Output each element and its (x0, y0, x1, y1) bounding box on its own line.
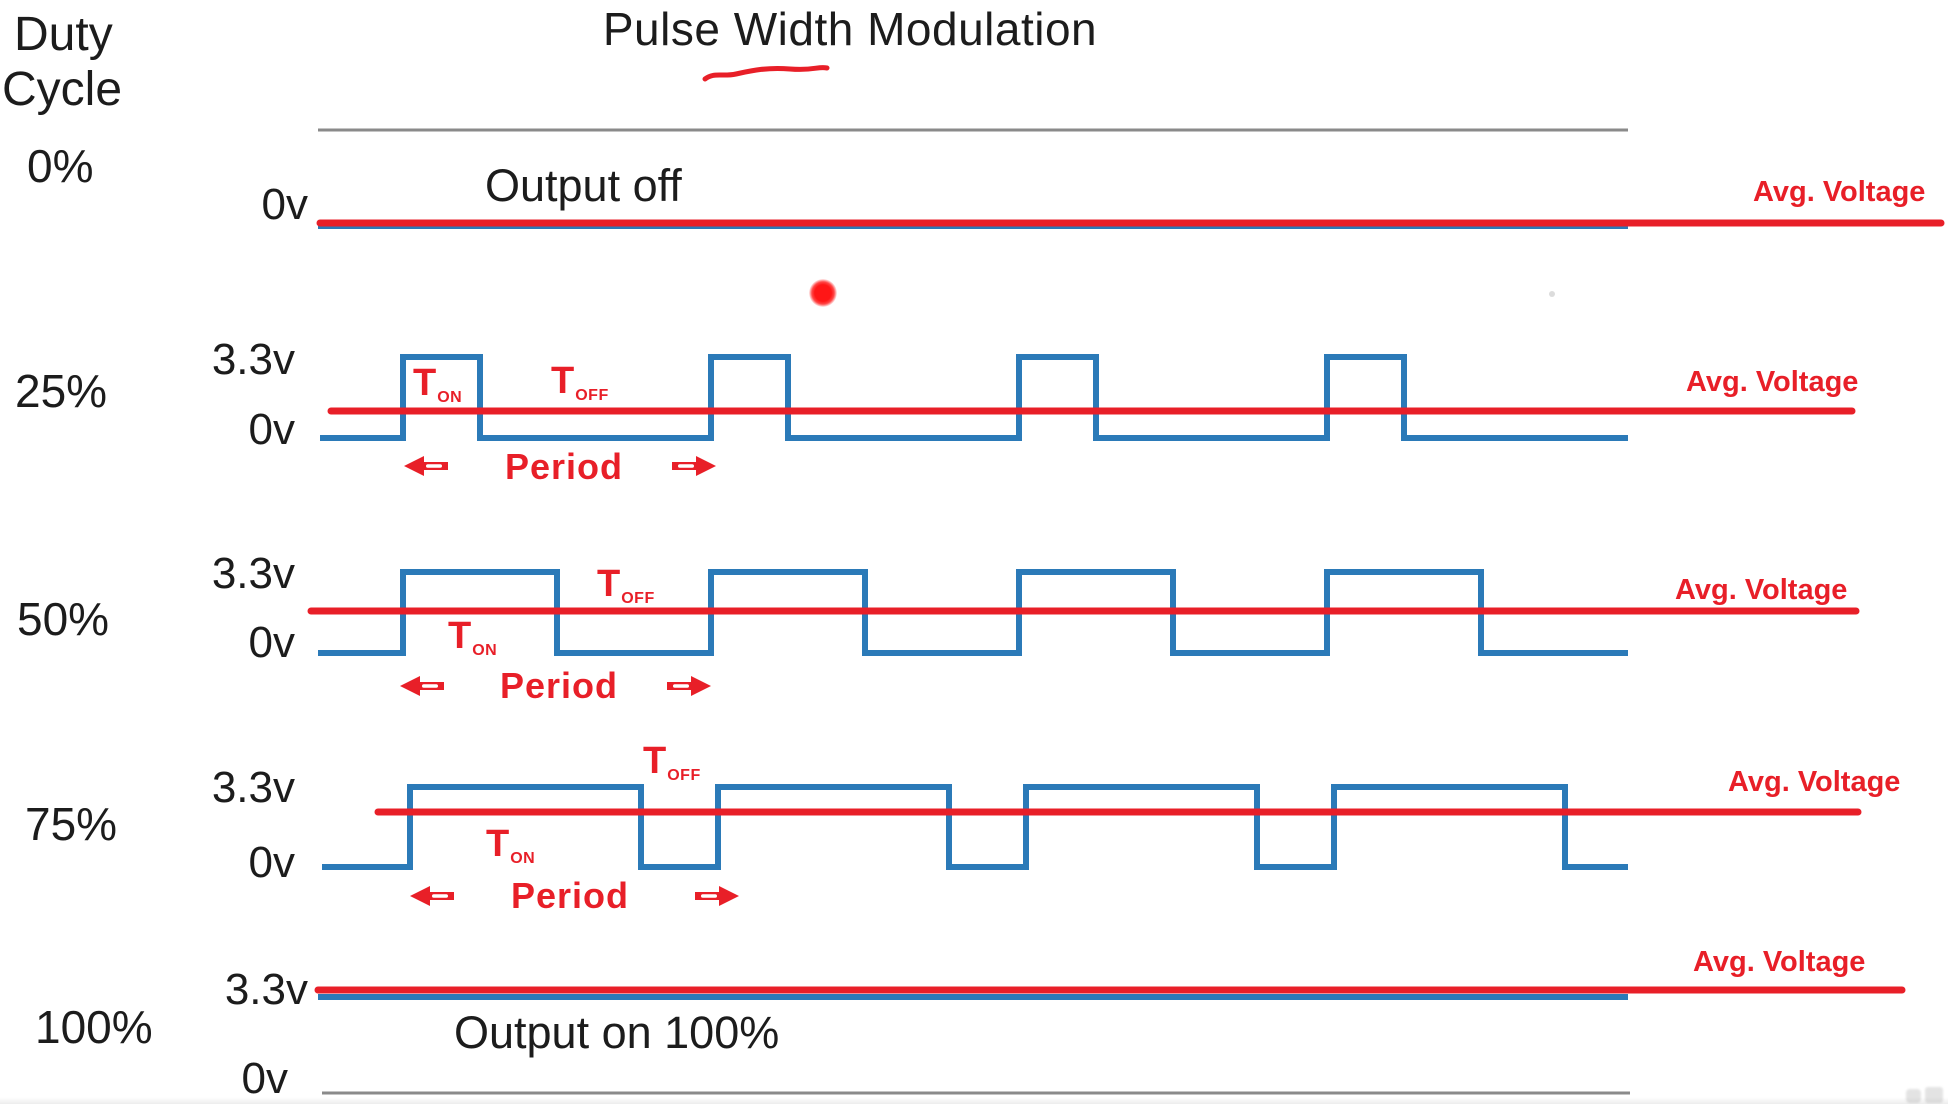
t-off-label-75: TOFF (643, 740, 701, 784)
duty-label-50: 50% (17, 593, 110, 645)
voltage-low-label-0: 0v (261, 180, 308, 229)
duty-label-100: 100% (35, 1001, 153, 1053)
period-arrow-right-icon-50 (667, 676, 711, 696)
t-on-label-25: TON (413, 362, 463, 406)
page-title: Pulse Width Modulation (602, 3, 1098, 55)
voltage-high-label-50: 3.3v (211, 549, 295, 598)
t-on-label-75: TON (486, 823, 536, 867)
avg-voltage-label-25: Avg. Voltage (1686, 366, 1859, 398)
duty-cycle-header-line1: Duty (14, 8, 113, 61)
watermark (1906, 1087, 1943, 1103)
output-on-note: Output on 100% (454, 1007, 780, 1058)
faint-speck (1549, 291, 1555, 297)
avg-voltage-label-75: Avg. Voltage (1728, 766, 1901, 798)
waveform-25 (320, 354, 1628, 441)
waveform-50 (318, 569, 1628, 656)
duty-cycle-header-line2: Cycle (2, 63, 123, 116)
avg-voltage-label-0: Avg. Voltage (1753, 176, 1926, 208)
t-off-label-50: TOFF (597, 563, 655, 607)
voltage-low-label-50: 0v (248, 618, 295, 667)
output-off-note: Output off (485, 160, 682, 211)
voltage-high-label-25: 3.3v (211, 335, 295, 384)
title-underline-squiggle-icon (702, 65, 830, 82)
voltage-high-label-75: 3.3v (211, 763, 295, 812)
bottom-edge-shade (0, 1097, 1948, 1104)
t-on-label-50: TON (448, 615, 498, 659)
period-label-75: Period (511, 875, 630, 916)
duty-label-0: 0% (27, 140, 94, 192)
period-label-50: Period (500, 665, 619, 706)
voltage-low-label-75: 0v (248, 838, 295, 887)
period-arrow-left-icon-75 (410, 886, 454, 906)
period-label-25: Period (505, 446, 624, 487)
waveform-75 (322, 784, 1628, 870)
t-off-label-25: TOFF (551, 360, 609, 404)
period-arrow-left-icon-50 (400, 676, 444, 696)
voltage-high-label-100: 3.3v (224, 965, 308, 1014)
voltage-low-label-100: 0v (241, 1054, 288, 1103)
laser-pointer-dot (809, 279, 837, 307)
period-arrow-right-icon-25 (672, 456, 716, 476)
period-arrow-right-icon-75 (695, 886, 739, 906)
avg-voltage-label-50: Avg. Voltage (1675, 574, 1848, 606)
duty-label-75: 75% (25, 798, 118, 850)
avg-voltage-label-100: Avg. Voltage (1693, 946, 1866, 978)
period-arrow-left-icon-25 (404, 456, 448, 476)
duty-label-25: 25% (15, 365, 108, 417)
voltage-low-label-25: 0v (248, 405, 295, 454)
